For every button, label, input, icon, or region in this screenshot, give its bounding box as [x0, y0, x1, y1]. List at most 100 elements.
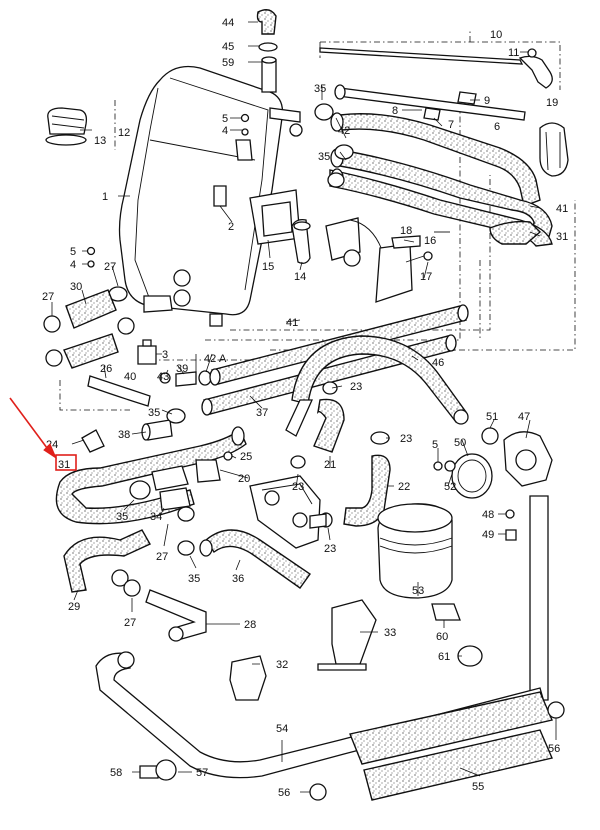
part-label-43: 43: [157, 371, 169, 383]
bracket-19: [539, 122, 569, 177]
bracket-60: [431, 603, 461, 621]
part-label-34: 34: [150, 511, 162, 523]
part-label-6: 6: [494, 121, 500, 133]
part-label-35e: 35: [188, 573, 200, 585]
tank-fittings: [213, 103, 354, 207]
part-label-31b: 31: [58, 459, 70, 471]
part-label-5a: 5: [222, 113, 228, 125]
part-label-40: 40: [124, 371, 136, 383]
part-label-9: 9: [484, 95, 490, 107]
thermostat-housing: [249, 475, 327, 549]
part-label-26: 26: [100, 363, 112, 375]
part-label-50: 50: [454, 437, 466, 449]
part-label-47: 47: [518, 411, 530, 423]
part-label-4a: 4: [222, 125, 228, 137]
part-label-2: 2: [228, 221, 234, 233]
part-label-23a: 23: [350, 381, 362, 393]
part-label-13: 13: [94, 135, 106, 147]
part-label-18: 18: [400, 225, 412, 237]
part-label-58: 58: [110, 767, 122, 779]
part-label-42a: 42: [338, 125, 350, 137]
part-label-35a: 35: [314, 83, 326, 95]
part-label-35d: 35: [116, 511, 128, 523]
oil-filter-console: [433, 427, 553, 701]
part-label-11: 11: [508, 47, 519, 59]
highlight-arrowhead: [43, 443, 58, 460]
part-label-32: 32: [276, 659, 288, 671]
hose-29: [63, 529, 151, 597]
part-label-19: 19: [546, 97, 558, 109]
part-label-20: 20: [238, 473, 250, 485]
hose-21-22: [290, 381, 391, 528]
part-label-35b: 35: [318, 151, 330, 163]
hose-top-right: [329, 112, 553, 247]
part-label-45: 45: [222, 41, 234, 53]
part-label-5c: 5: [432, 439, 438, 451]
part-label-27d: 27: [124, 617, 136, 629]
part-label-36: 36: [232, 573, 244, 585]
bolt-clamp-57-58: [139, 759, 177, 781]
part-label-8: 8: [392, 105, 398, 117]
part-label-28: 28: [244, 619, 256, 631]
part-label-54: 54: [276, 723, 288, 735]
part-label-38: 38: [118, 429, 130, 441]
part-label-31a: 31: [556, 231, 568, 243]
oil-line-6: [334, 84, 526, 121]
filler-cap: [45, 107, 88, 146]
part-label-16: 16: [424, 235, 436, 247]
highlight-arrow: [9, 397, 51, 453]
part-label-39: 39: [176, 363, 188, 375]
part-label-61: 61: [438, 651, 450, 663]
part-label-23c: 23: [292, 481, 304, 493]
part-label-12: 12: [118, 127, 130, 139]
part-label-27a: 27: [104, 261, 116, 273]
part-label-46: 46: [432, 357, 444, 369]
part-label-55: 55: [472, 781, 484, 793]
oil-tank: [118, 56, 301, 327]
part-label-48: 48: [482, 509, 494, 521]
part-label-49: 49: [482, 529, 494, 541]
part-label-5b: 5: [70, 246, 76, 258]
part-label-A: A: [219, 353, 227, 365]
part-label-41a: 41: [556, 203, 568, 215]
breather-hose-small: [256, 9, 278, 52]
left-fittings: [43, 246, 212, 407]
part-label-35c: 35: [148, 407, 160, 419]
leader-lines: [51, 21, 557, 793]
part-label-59: 59: [222, 57, 234, 69]
part-label-22: 22: [398, 481, 410, 493]
part-label-27b: 27: [42, 291, 54, 303]
part-label-21: 21: [324, 459, 336, 471]
part-label-29: 29: [68, 601, 80, 613]
thermostat-assembly: [249, 189, 450, 303]
part-label-41b: 41: [286, 317, 298, 329]
part-label-23d: 23: [324, 543, 336, 555]
part-label-1: 1: [102, 191, 108, 203]
part-label-53: 53: [412, 585, 424, 597]
part-label-15: 15: [262, 261, 274, 273]
part-label-60: 60: [436, 631, 448, 643]
part-label-3: 3: [162, 349, 168, 361]
part-label-10: 10: [490, 29, 502, 41]
part-label-52: 52: [444, 481, 456, 493]
part-label-56b: 56: [278, 787, 290, 799]
highlight-box: [55, 454, 77, 471]
oil-filter: [377, 503, 453, 599]
part-label-4b: 4: [70, 259, 76, 271]
part-label-25: 25: [240, 451, 252, 463]
part-label-37: 37: [256, 407, 268, 419]
part-label-51: 51: [486, 411, 498, 423]
part-label-44: 44: [222, 17, 234, 29]
highlight-annotation: [9, 397, 77, 471]
center-clamps: [129, 408, 233, 556]
part-label-17: 17: [420, 271, 432, 283]
hose-46: [285, 335, 469, 437]
hose-36: [199, 529, 311, 589]
part-label-33: 33: [384, 627, 396, 639]
dipstick: [319, 47, 553, 89]
part-label-42b: 42: [204, 353, 216, 365]
part-label-7: 7: [448, 119, 454, 131]
reference-lines: [59, 30, 576, 411]
